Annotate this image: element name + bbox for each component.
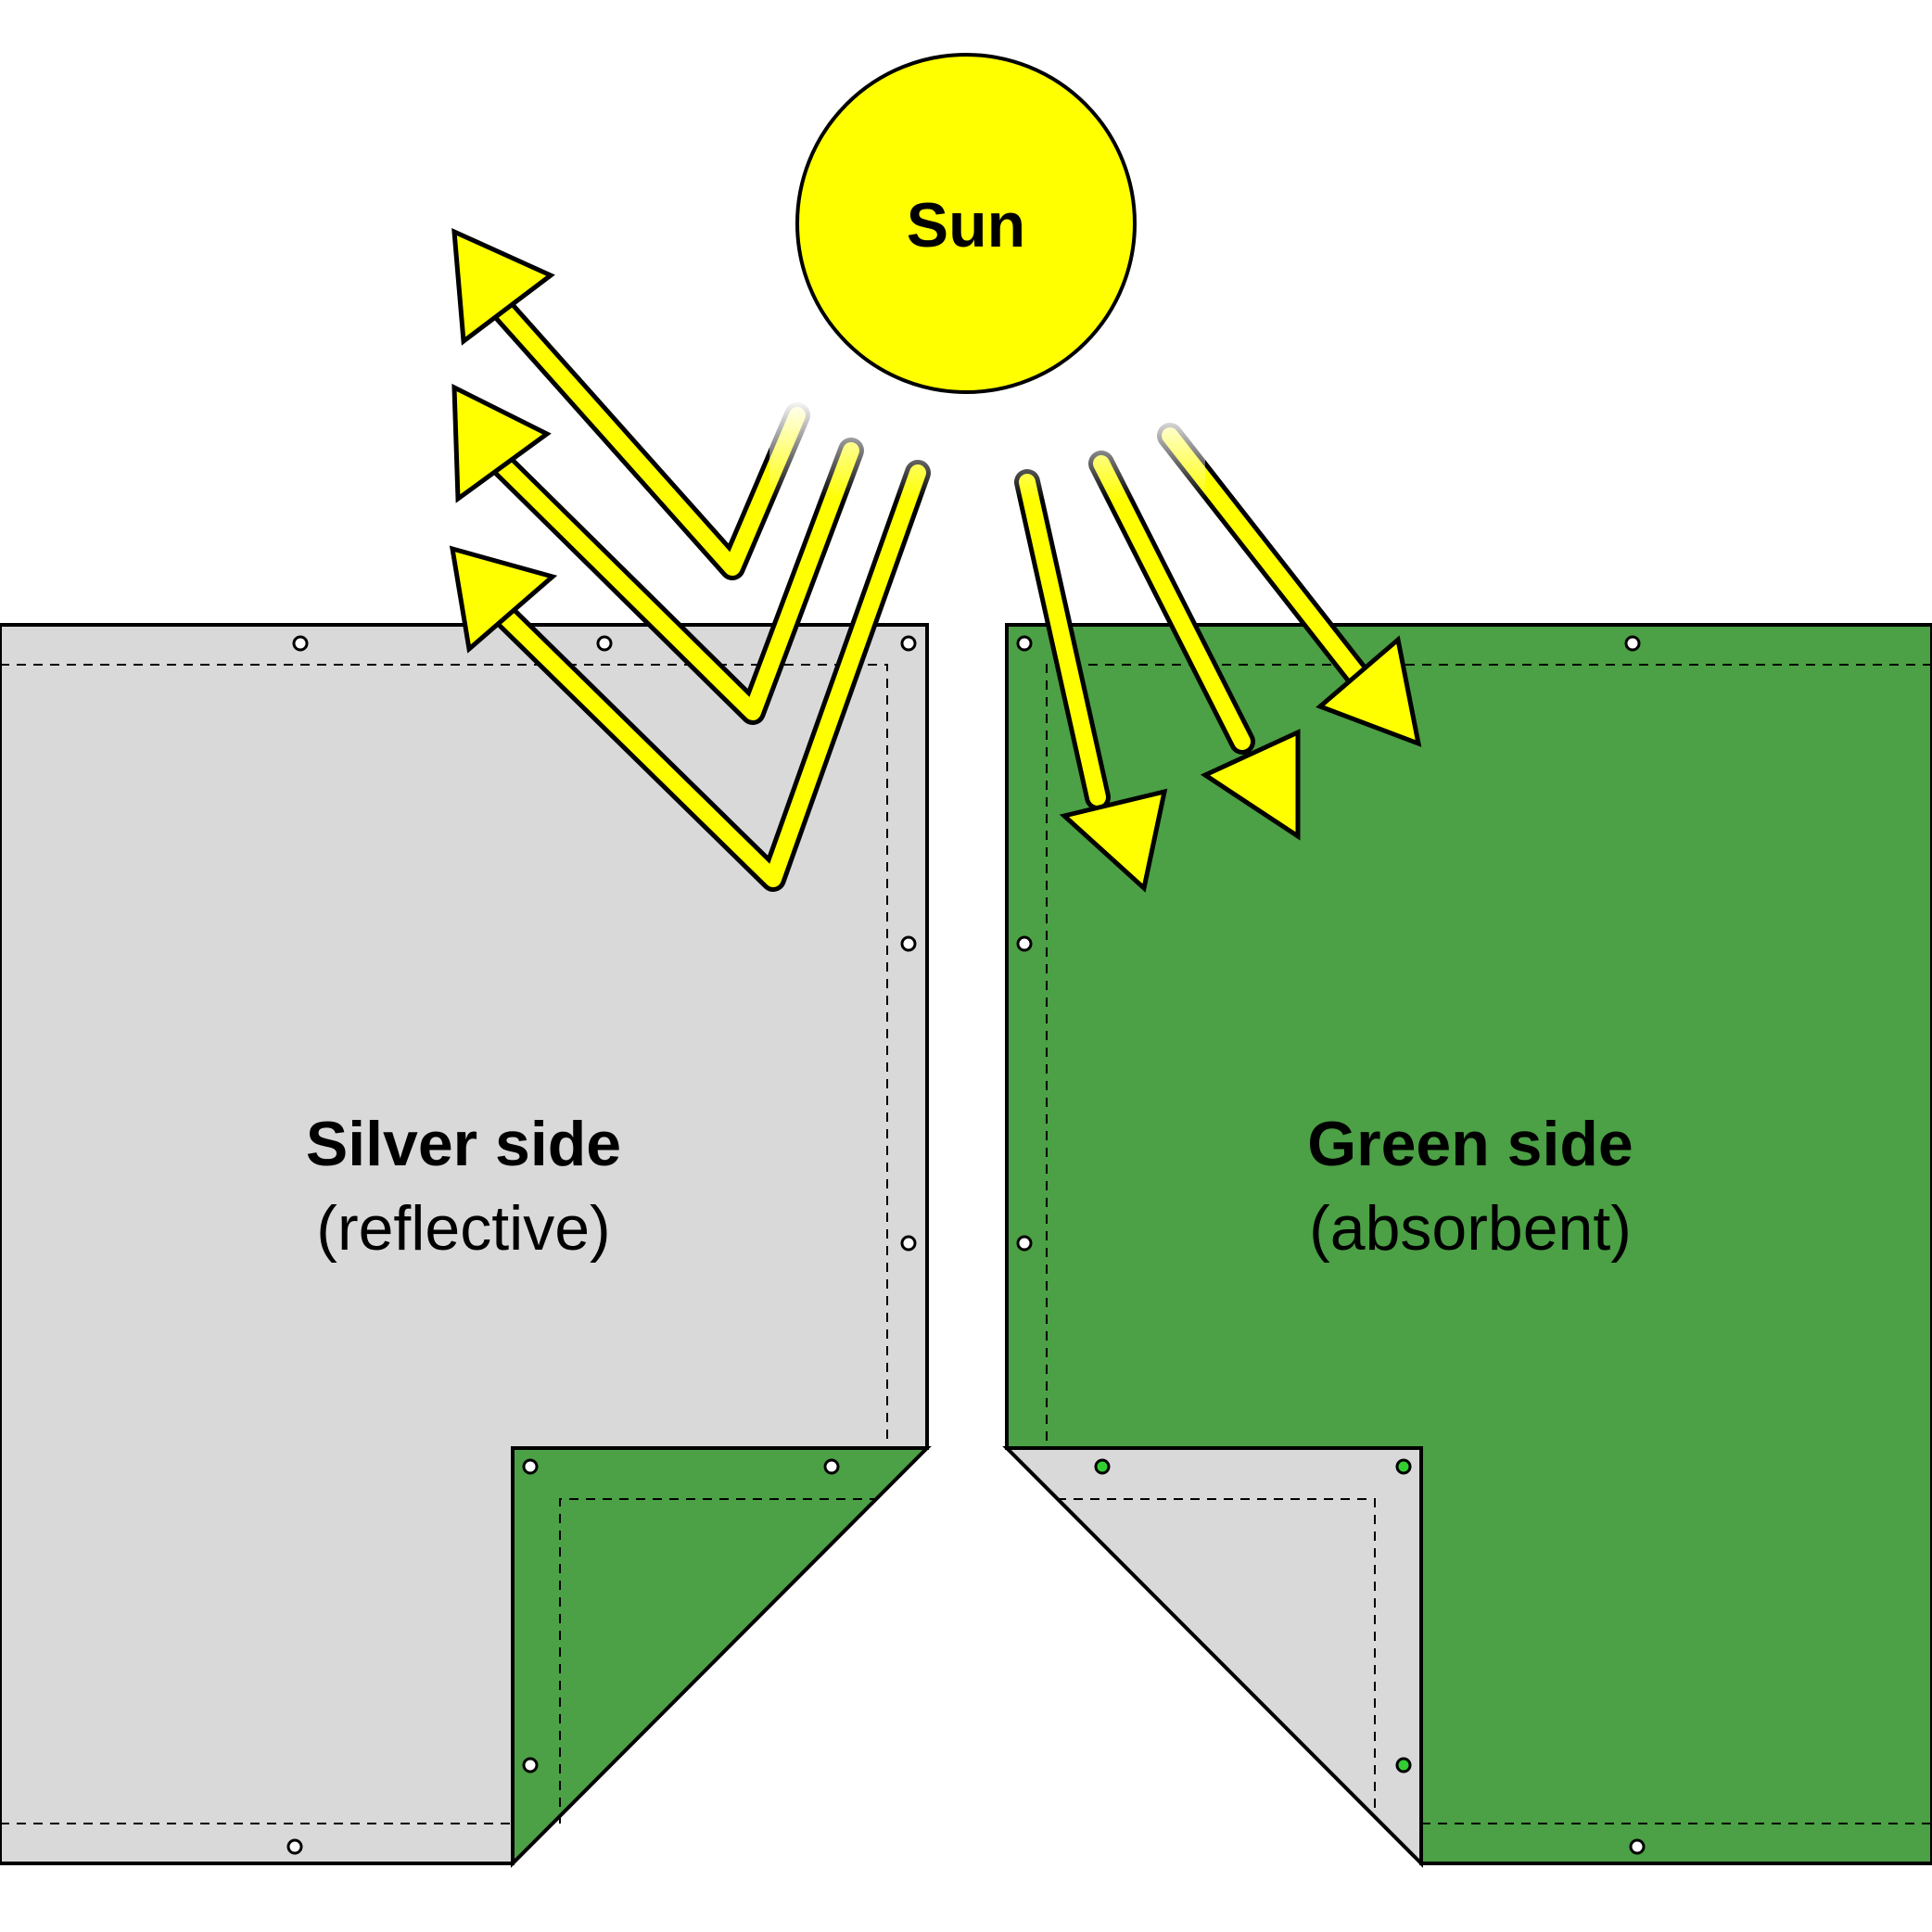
sun-label: Sun: [907, 190, 1025, 261]
grommet-icon: [1016, 1235, 1033, 1252]
grommet-icon: [292, 635, 309, 652]
silver-tarp-folded-corner: [511, 1446, 932, 1868]
green-side-title: Green side: [1307, 1109, 1633, 1179]
grommet-icon: [900, 1235, 917, 1252]
grommet-icon: [1094, 1458, 1111, 1475]
grommet-icon: [1629, 1838, 1646, 1855]
green-side-subtitle: (absorbent): [1309, 1193, 1632, 1264]
grommet-icon: [522, 1757, 539, 1773]
grommet-icon: [1016, 635, 1033, 652]
grommet-icon: [900, 635, 917, 652]
arrow-reflected-icon: [449, 460, 931, 892]
ray-glow: [1001, 408, 1205, 501]
ray-glow: [769, 399, 964, 501]
grommet-icon: [1624, 635, 1641, 652]
grommet-icon: [596, 635, 613, 652]
arrow-reflected-icon: [451, 227, 810, 580]
arrow-reflected-icon: [451, 383, 864, 725]
arrow-absorbed-icon: [1088, 451, 1301, 841]
sun-icon: Sun: [795, 53, 1137, 394]
green-tarp: Green side (absorbent): [1002, 623, 1932, 1868]
grommet-icon: [823, 1458, 840, 1475]
grommet-icon: [522, 1458, 539, 1475]
green-tarp-folded-corner-stitching: [1057, 1498, 1376, 1819]
grommet-icon: [286, 1838, 303, 1855]
silver-side-title: Silver side: [306, 1109, 621, 1179]
grommet-icon: [1395, 1458, 1412, 1475]
arrow-absorbed-icon: [1014, 469, 1168, 893]
silver-tarp-folded-corner-stitching: [559, 1498, 876, 1824]
silver-tarp: Silver side (reflective): [0, 623, 932, 1868]
silver-side-subtitle: (reflective): [316, 1193, 610, 1264]
green-tarp-stitching: [1046, 664, 1932, 1448]
green-tarp-folded-corner: [1002, 1446, 1423, 1868]
sun-disc: [795, 53, 1137, 394]
grommet-icon: [900, 935, 917, 952]
silver-tarp-stitching: [0, 664, 888, 1448]
reflected-rays: [449, 227, 964, 892]
absorbed-rays: [1001, 408, 1422, 893]
grommet-icon: [1016, 935, 1033, 952]
grommet-icon: [1395, 1757, 1412, 1773]
